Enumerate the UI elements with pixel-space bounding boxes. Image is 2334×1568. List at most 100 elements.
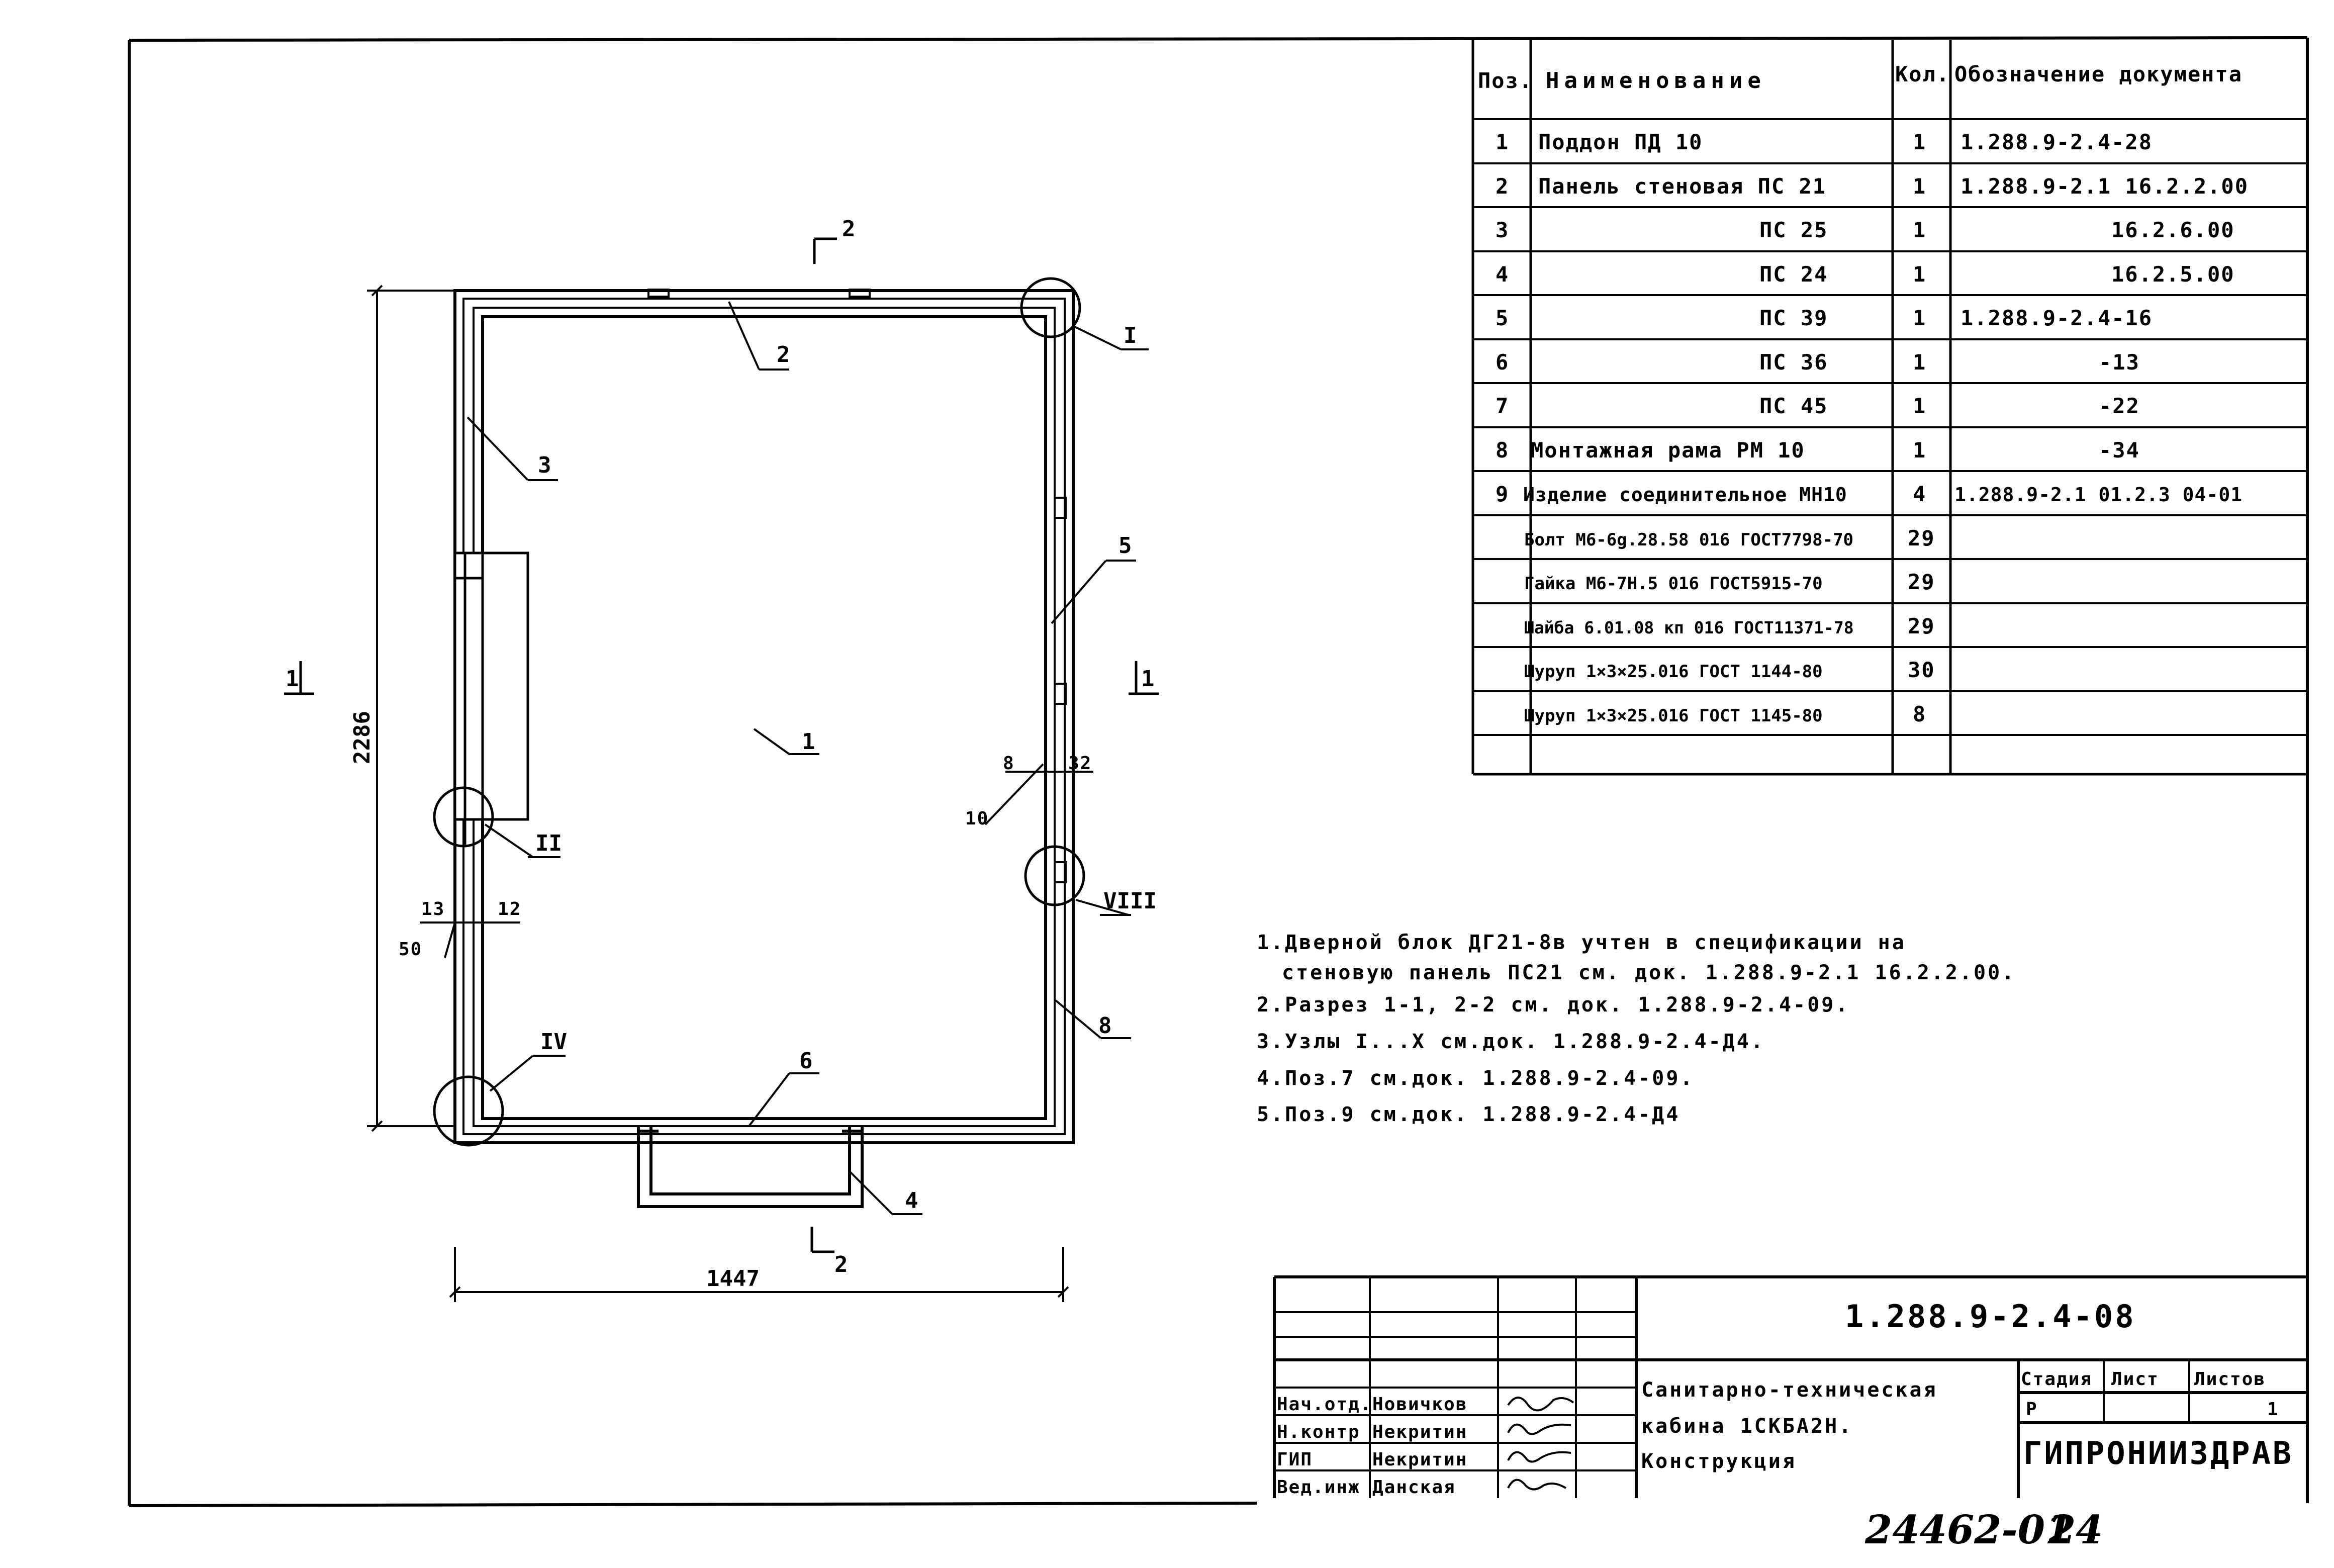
staff-rows: Нач.отд. Новичков Н.контр Некритин ГИП Н… (1277, 1394, 1467, 1498)
svg-text:2: 2 (834, 1252, 848, 1277)
table-row: Шайба 6.01.08 кп 016 ГОСТ11371-78 29 (1524, 614, 1935, 638)
svg-text:II: II (535, 831, 562, 856)
svg-text:ГИП: ГИП (1277, 1449, 1313, 1470)
svg-text:1.288.9-2.1 01.2.3 04-01: 1.288.9-2.1 01.2.3 04-01 (1954, 484, 2243, 506)
header-pos: Поз. (1478, 68, 1533, 93)
svg-text:1.288.9-2.4-16: 1.288.9-2.4-16 (1960, 306, 2153, 330)
table-row: Гайка М6-7Н.5 016 ГОСТ5915-70 29 (1524, 570, 1935, 594)
doc-code: 1.288.9-2.4-08 (1845, 1298, 2136, 1335)
table-row: 5 ПС 39 1 1.288.9-2.4-16 (1496, 306, 2153, 330)
node-circle-viii (1024, 845, 1085, 906)
svg-text:4: 4 (1496, 262, 1509, 287)
position-labels: 2 3 5 1 8 6 4 (538, 342, 1132, 1214)
svg-text:12: 12 (498, 899, 521, 919)
specification-table: Поз. Наименование Кол. Обозначение докум… (1471, 40, 2307, 776)
svg-text:1: 1 (1141, 666, 1155, 692)
svg-text:29: 29 (1908, 570, 1935, 594)
svg-text:1: 1 (1913, 262, 1926, 287)
svg-text:6: 6 (1496, 350, 1509, 375)
svg-text:5: 5 (1118, 533, 1132, 559)
svg-text:Н.контр: Н.контр (1277, 1422, 1360, 1442)
svg-text:1: 1 (1913, 174, 1926, 199)
svg-text:1: 1 (1913, 218, 1926, 242)
svg-text:1.Дверной блок ДГ21-8в учтен в: 1.Дверной блок ДГ21-8в учтен в специфика… (1257, 931, 1906, 954)
table-row: 3 ПС 25 1 16.2.6.00 (1496, 218, 2235, 242)
svg-text:29: 29 (1908, 614, 1935, 638)
table-row: 9 Изделие соединительное МН10 4 1.288.9-… (1496, 482, 2243, 506)
svg-text:8: 8 (1913, 702, 1926, 726)
inventory-number: 24462-01 (1864, 1507, 2072, 1553)
svg-text:1: 1 (1913, 394, 1926, 418)
svg-text:Гайка М6-7Н.5 016 ГОСТ5915-70: Гайка М6-7Н.5 016 ГОСТ5915-70 (1524, 574, 1823, 594)
svg-text:ПС 24: ПС 24 (1759, 262, 1828, 287)
small-dimensions: 8 32 10 13 12 50 (399, 753, 1092, 960)
svg-text:-22: -22 (2099, 394, 2140, 418)
svg-text:3.Узлы I...X см.док. 1.288.9-2: 3.Узлы I...X см.док. 1.288.9-2.4-Д4. (1257, 1030, 1765, 1053)
node-circle-i (1020, 277, 1081, 338)
svg-text:Нач.отд.: Нач.отд. (1277, 1394, 1372, 1415)
svg-text:ПС 36: ПС 36 (1759, 350, 1828, 375)
svg-text:2: 2 (842, 216, 856, 242)
svg-text:Шуруп 1×3×25.016 ГОСТ 1145-80: Шуруп 1×3×25.016 ГОСТ 1145-80 (1524, 706, 1823, 726)
door-opening (453, 551, 529, 845)
svg-text:Новичков: Новичков (1372, 1394, 1467, 1415)
sheets-value: 1 (2267, 1399, 2279, 1420)
sheet-header: Лист (2111, 1369, 2159, 1390)
svg-text:Шайба 6.01.08 кп 016 ГОСТ11371: Шайба 6.01.08 кп 016 ГОСТ11371-78 (1524, 618, 1854, 637)
svg-text:4: 4 (1913, 482, 1926, 506)
svg-text:2: 2 (777, 342, 790, 367)
node-circle-iv (433, 1075, 504, 1147)
svg-text:9: 9 (1496, 482, 1509, 506)
svg-text:IV: IV (540, 1029, 567, 1055)
table-row: 2 Панель стеновая ПС 21 1 1.288.9-2.1 16… (1496, 174, 2249, 199)
floor-plan: 2 3 5 1 8 6 4 8 32 10 13 12 50 I II IV V… (284, 216, 1159, 1302)
mounting-frame (637, 1126, 864, 1208)
svg-text:Санитарно-техническая: Санитарно-техническая (1641, 1378, 1938, 1402)
svg-text:2: 2 (1496, 174, 1509, 199)
svg-text:5.Поз.9 см.док. 1.288.9-2.4-Д4: 5.Поз.9 см.док. 1.288.9-2.4-Д4 (1257, 1103, 1680, 1126)
dim-height: 2286 (349, 711, 375, 764)
svg-text:Шуруп 1×3×25.016 ГОСТ 1144-80: Шуруп 1×3×25.016 ГОСТ 1144-80 (1524, 662, 1823, 682)
svg-text:2.Разрез 1-1, 2-2 см. док. 1.2: 2.Разрез 1-1, 2-2 см. док. 1.288.9-2.4-0… (1257, 993, 1849, 1017)
svg-text:VIII: VIII (1103, 888, 1157, 914)
svg-text:1.288.9-2.1 16.2.2.00: 1.288.9-2.1 16.2.2.00 (1960, 174, 2249, 199)
svg-text:стеновую панель ПС21 см. док.: стеновую панель ПС21 см. док. 1.288.9-2.… (1282, 961, 2016, 984)
table-row: 1 Поддон ПД 10 1 1.288.9-2.4-28 (1496, 130, 2152, 154)
svg-text:1: 1 (1496, 130, 1509, 154)
svg-text:30: 30 (1908, 658, 1935, 682)
section-marks: 2 2 1 1 (284, 216, 1159, 1277)
svg-text:ПС 25: ПС 25 (1759, 218, 1828, 242)
svg-text:-13: -13 (2099, 350, 2140, 375)
table-row: Шуруп 1×3×25.016 ГОСТ 1145-80 8 (1524, 702, 1926, 726)
svg-text:16.2.6.00: 16.2.6.00 (2111, 218, 2235, 242)
svg-text:5: 5 (1496, 306, 1509, 330)
table-row: 4 ПС 24 1 16.2.5.00 (1496, 262, 2235, 287)
svg-text:10: 10 (965, 808, 989, 829)
table-row: 6 ПС 36 1 -13 (1496, 350, 2140, 375)
svg-text:3: 3 (1496, 218, 1509, 242)
svg-text:Панель стеновая ПС 21: Панель стеновая ПС 21 (1538, 174, 1826, 199)
svg-text:50: 50 (399, 939, 422, 960)
svg-text:13: 13 (421, 899, 445, 919)
svg-text:кабина 1СКБА2Н.: кабина 1СКБА2Н. (1641, 1415, 1853, 1438)
svg-text:1: 1 (1913, 306, 1926, 330)
svg-text:Болт М6-6g.28.58 016 ГОСТ7798-: Болт М6-6g.28.58 016 ГОСТ7798-70 (1524, 530, 1853, 550)
svg-text:4: 4 (905, 1188, 918, 1214)
dimension-lines (367, 285, 1069, 1302)
sheet-frame (128, 36, 2309, 1507)
svg-text:29: 29 (1908, 526, 1935, 550)
node-circle-ii (433, 786, 494, 848)
svg-text:7: 7 (1496, 394, 1509, 418)
svg-text:ПС 39: ПС 39 (1759, 306, 1828, 330)
svg-text:Некритин: Некритин (1372, 1422, 1467, 1442)
svg-text:32: 32 (1068, 753, 1092, 774)
header-qty: Кол. (1895, 62, 1950, 86)
svg-text:1: 1 (1913, 350, 1926, 375)
svg-text:1: 1 (1913, 130, 1926, 154)
svg-text:Вед.инж: Вед.инж (1277, 1477, 1360, 1498)
document-title: Санитарно-техническая кабина 1СКБА2Н. Ко… (1641, 1378, 1938, 1473)
header-doc: Обозначение документа (1954, 62, 2243, 86)
svg-text:8: 8 (1003, 753, 1015, 774)
svg-text:16.2.5.00: 16.2.5.00 (2111, 262, 2235, 287)
